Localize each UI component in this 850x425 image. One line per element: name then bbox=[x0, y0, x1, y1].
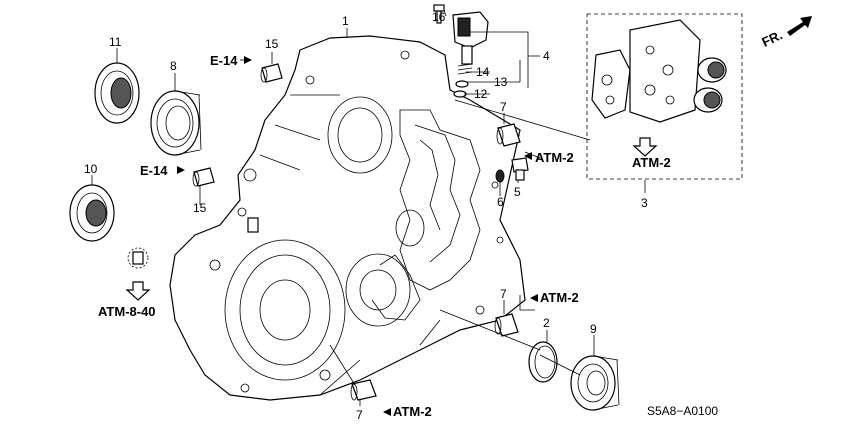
plug-dashed bbox=[127, 247, 149, 269]
callout-3: 3 bbox=[641, 196, 648, 210]
valve-body-kit-3 bbox=[586, 13, 743, 180]
hollow-arrow-box bbox=[632, 137, 658, 157]
callout-15-mid: 15 bbox=[193, 201, 207, 215]
washer-6 bbox=[495, 169, 505, 183]
callout-11: 11 bbox=[109, 35, 122, 49]
callout-14: 14 bbox=[476, 65, 490, 79]
diagram-code: S5A8−A0100 bbox=[647, 404, 718, 418]
callout-6: 6 bbox=[497, 195, 504, 209]
callout-7-upper: 7 bbox=[500, 100, 507, 114]
front-direction-arrow-icon bbox=[787, 16, 812, 36]
callout-7-lower: 7 bbox=[500, 287, 507, 301]
dowel-pin-15-mid bbox=[192, 167, 215, 187]
callout-1: 1 bbox=[342, 14, 349, 28]
callout-12: 12 bbox=[474, 87, 488, 101]
callout-15-top: 15 bbox=[265, 37, 279, 51]
reference-arrows bbox=[177, 56, 538, 416]
ref-atm-8-40: ATM-8-40 bbox=[98, 304, 156, 319]
ref-atm2-box: ATM-2 bbox=[632, 155, 671, 170]
dowel-pin-7-upper bbox=[496, 123, 521, 147]
bolt-5 bbox=[511, 157, 529, 181]
leader-lines bbox=[91, 9, 646, 406]
ref-atm2-mid: ATM-2 bbox=[535, 150, 574, 165]
dowel-pin-15-top bbox=[260, 63, 283, 83]
dowel-pin-7-bottom bbox=[350, 379, 377, 401]
bearing-9 bbox=[570, 355, 620, 411]
callout-7-bottom: 7 bbox=[356, 408, 363, 422]
callout-4: 4 bbox=[543, 49, 550, 63]
bolt-16 bbox=[433, 4, 445, 24]
ref-atm2-lower: ATM-2 bbox=[540, 290, 579, 305]
front-direction-label: FR. bbox=[759, 27, 784, 49]
callout-8: 8 bbox=[170, 59, 177, 73]
callout-9: 9 bbox=[590, 322, 597, 336]
transmission-housing bbox=[169, 35, 526, 401]
oil-seal-11 bbox=[94, 62, 140, 124]
callout-2: 2 bbox=[543, 316, 550, 330]
bearing-8 bbox=[150, 90, 202, 156]
hollow-arrow-left bbox=[125, 281, 151, 301]
callout-13: 13 bbox=[494, 75, 508, 89]
ref-e14-top: E-14 bbox=[210, 53, 238, 68]
solenoid-assembly bbox=[452, 11, 489, 98]
shim-2 bbox=[528, 341, 558, 383]
ref-e14-mid: E-14 bbox=[140, 163, 168, 178]
callout-5: 5 bbox=[514, 185, 521, 199]
callout-16: 16 bbox=[432, 10, 446, 24]
ref-atm2-bottom: ATM-2 bbox=[393, 404, 432, 419]
callout-10: 10 bbox=[84, 162, 98, 176]
oil-seal-10 bbox=[69, 184, 115, 242]
dowel-pin-7-lower bbox=[494, 313, 519, 337]
